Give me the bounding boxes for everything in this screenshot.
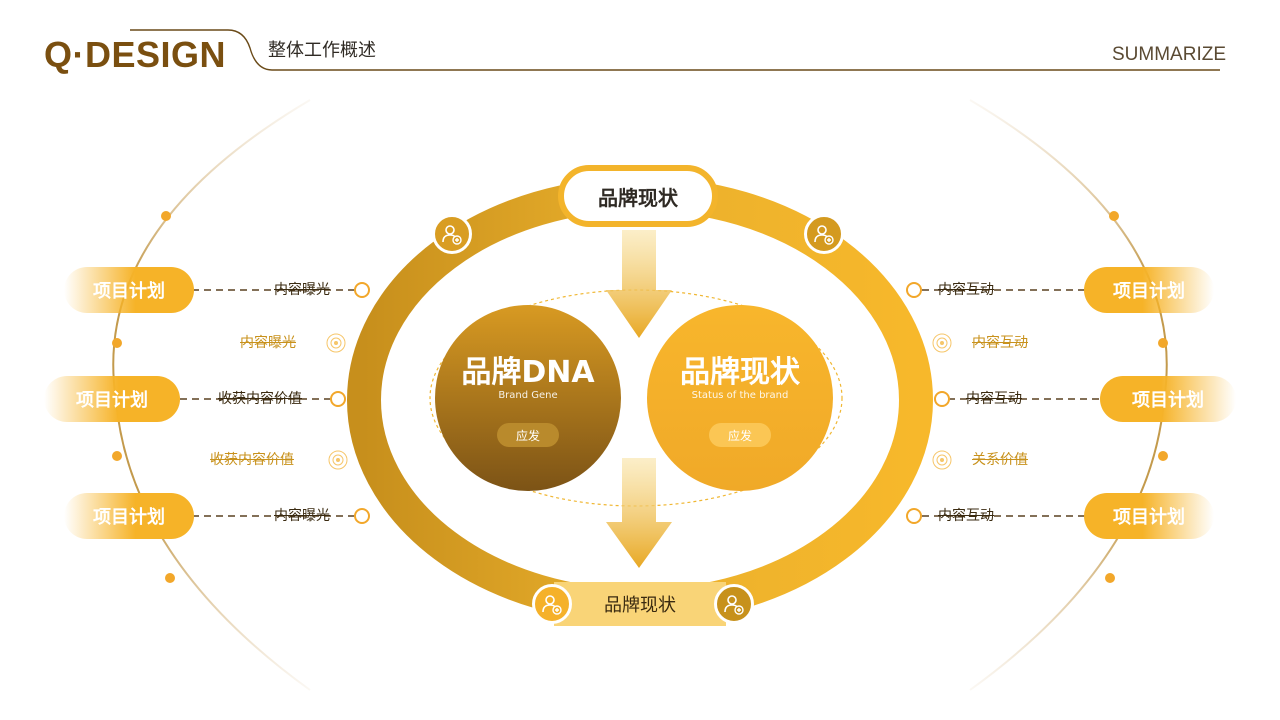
right-label: 内容互动 — [966, 391, 1022, 407]
page-subtitle: 整体工作概述 — [268, 40, 376, 61]
bottom-status-label: 品牌现状 — [604, 595, 676, 616]
top-status-box: 品牌现状 — [558, 165, 718, 227]
right-plan-pill: 项目计划 — [1084, 493, 1214, 539]
user-add-icon — [532, 584, 572, 624]
brand-status-subtitle: Status of the brand — [691, 390, 789, 401]
brand-dna-button[interactable]: 应发 — [497, 423, 559, 447]
left-label: 内容曝光 — [274, 508, 330, 524]
right-label: 内容互动 — [938, 282, 994, 298]
left-plan-pill: 项目计划 — [64, 493, 194, 539]
left-label: 收获内容价值 — [218, 391, 302, 407]
left-plan-pill: 项目计划 — [64, 267, 194, 313]
header-underline — [130, 29, 1220, 71]
brand-status-button[interactable]: 应发 — [709, 423, 771, 447]
brand-dna-subtitle: Brand Gene — [498, 390, 558, 401]
right-plan-pill-label: 项目计划 — [1113, 507, 1185, 528]
left-plan-pill-label: 项目计划 — [93, 281, 165, 302]
brand-dna-title: 品牌DNA — [461, 355, 595, 390]
right-label: 内容互动 — [938, 508, 994, 524]
left-connectors — [130, 282, 370, 524]
left-label: 收获内容价值 — [210, 452, 294, 468]
user-add-icon — [804, 214, 844, 254]
right-plan-pill-label: 项目计划 — [1132, 390, 1204, 411]
arc-dots — [112, 211, 1168, 583]
right-label: 内容互动 — [972, 335, 1028, 351]
left-plan-pill: 项目计划 — [44, 376, 180, 422]
left-plan-pill-label: 项目计划 — [76, 390, 148, 411]
brand-dna-circle — [435, 305, 621, 491]
brand-dna-button-label: 应发 — [515, 428, 540, 443]
user-add-icon — [432, 214, 472, 254]
brand-status-text: 品牌现状 Status of the brand — [647, 355, 833, 402]
arrow-down-bottom — [606, 458, 672, 568]
right-plan-pill-label: 项目计划 — [1113, 281, 1185, 302]
right-connectors — [906, 282, 1150, 524]
right-label: 关系价值 — [972, 452, 1028, 468]
top-status-label: 品牌现状 — [598, 185, 678, 210]
left-label: 内容曝光 — [240, 335, 296, 351]
left-plan-pill-label: 项目计划 — [93, 507, 165, 528]
brand-status-button-label: 应发 — [727, 428, 752, 443]
section-label: SUMMARIZE — [1112, 44, 1226, 65]
arrow-down-top — [606, 230, 672, 338]
right-plan-pill: 项目计划 — [1100, 376, 1236, 422]
brand-dna-text: 品牌DNA Brand Gene — [435, 355, 621, 402]
left-label: 内容曝光 — [274, 282, 330, 298]
user-add-icon — [714, 584, 754, 624]
bottom-status-box: 品牌现状 — [554, 582, 726, 626]
brand-logo: Q·DESIGN — [44, 34, 227, 75]
right-plan-pill: 项目计划 — [1084, 267, 1214, 313]
brand-status-title: 品牌现状 — [680, 355, 800, 390]
brand-status-circle — [647, 305, 833, 491]
